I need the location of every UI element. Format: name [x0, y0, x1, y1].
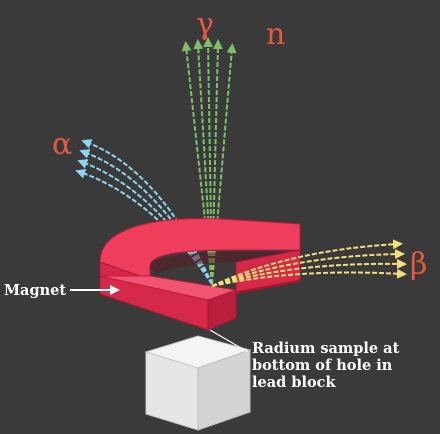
magnet — [99, 218, 301, 331]
alpha-symbol: α — [52, 127, 73, 162]
lead-block — [144, 335, 252, 431]
magnet-label: Magnet — [4, 282, 67, 299]
gamma-symbol: γ — [196, 7, 214, 42]
radium-label: Radium sample at bottom of hole in lead … — [252, 340, 400, 391]
neutron-symbol: n — [266, 17, 286, 52]
radium-pointer-line — [209, 329, 249, 353]
beta-symbol: β — [410, 247, 428, 282]
magnet-pointer-arrow — [70, 285, 120, 295]
